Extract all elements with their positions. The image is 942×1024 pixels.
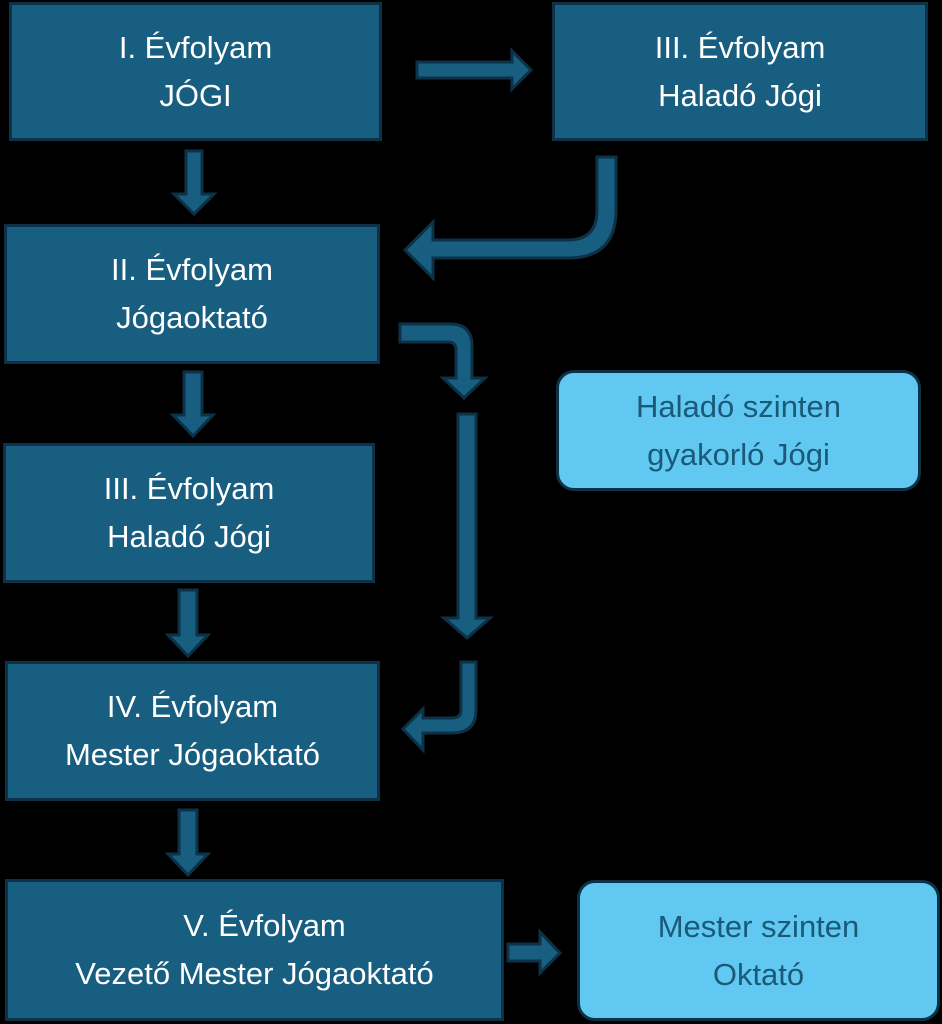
arrow-bent-year3top-to-year2 — [402, 155, 618, 282]
node-label-line1: III. Évfolyam — [103, 471, 275, 506]
node-label-line2: Haladó Jógi — [658, 77, 822, 113]
node-label-line1: IV. Évfolyam — [106, 689, 279, 724]
node-label-line2: JÓGI — [159, 77, 232, 113]
node-label-line1: V. Évfolyam — [183, 908, 346, 943]
node-year4: IV. Évfolyam Mester Jógaoktató — [5, 661, 380, 801]
node-label-line1: Mester szinten — [657, 908, 860, 944]
node-label-line2: Haladó Jógi — [107, 519, 271, 554]
node-label-line2: Jógaoktató — [116, 300, 268, 335]
arrow-down-year3-to-year4 — [164, 588, 212, 659]
arrow-right-year1-to-year3 — [415, 47, 534, 93]
node-advanced-outcome: Haladó szinten gyakorló Jógi — [556, 370, 921, 491]
node-year3: III. Évfolyam Haladó Jógi — [3, 443, 375, 583]
node-label-line2: Vezető Mester Jógaoktató — [75, 956, 434, 991]
arrow-bent-year2-down — [398, 322, 489, 401]
arrow-right-year5-to-master — [506, 928, 563, 977]
node-label-line2: gyakorló Jógi — [647, 436, 830, 472]
node-label-line2: Mester Jógaoktató — [64, 737, 321, 772]
arrow-down-long-right — [439, 412, 495, 640]
node-year2: II. Évfolyam Jógaoktató — [4, 224, 380, 364]
node-label-line1: I. Évfolyam — [118, 29, 273, 65]
node-master-outcome: Mester szinten Oktató — [577, 880, 940, 1021]
node-year5: V. Évfolyam Vezető Mester Jógaoktató — [5, 879, 504, 1021]
node-label-line1: Haladó szinten — [635, 388, 842, 424]
arrow-down-year1-to-year2 — [170, 149, 218, 217]
node-label-line2: Oktató — [712, 956, 805, 992]
arrow-down-year4-to-year5 — [164, 808, 212, 878]
node-year3-top: III. Évfolyam Haladó Jógi — [552, 2, 928, 141]
arrow-bent-into-year4 — [400, 660, 478, 754]
arrow-down-year2-to-year3 — [169, 370, 217, 439]
node-label-line1: II. Évfolyam — [111, 252, 273, 287]
node-label-line1: III. Évfolyam — [654, 29, 826, 65]
node-year1: I. Évfolyam JÓGI — [9, 2, 382, 141]
